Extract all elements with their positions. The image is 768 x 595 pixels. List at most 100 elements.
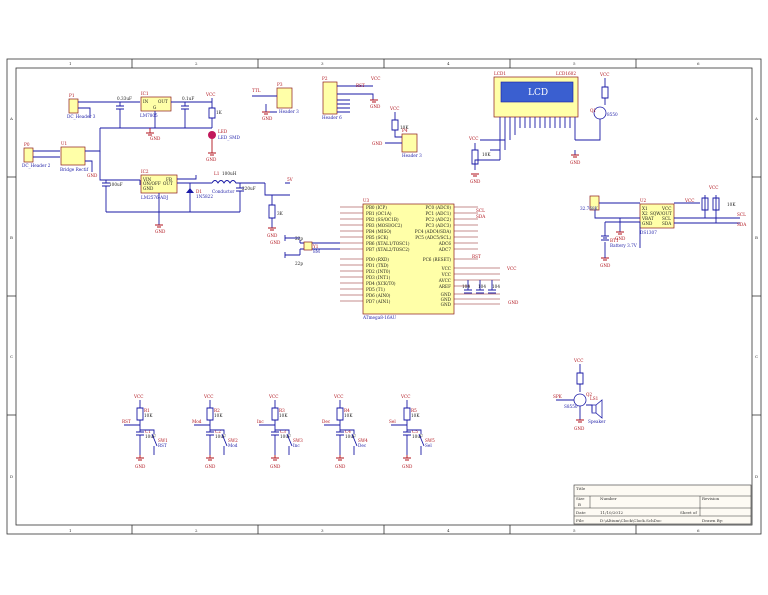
sw-capacitor-val-3: 10uF (345, 434, 356, 439)
c-0-1uf-label: 0.1uF (182, 96, 194, 101)
mcu-pin-pc3: PC3 (ADC3) (425, 223, 451, 228)
q1-name: 8550 (607, 112, 618, 117)
p4-header (401, 133, 418, 153)
ls1-ref: LS1 (590, 396, 599, 401)
sw-capacitor-0 (136, 430, 144, 455)
power-supply-section: P1 DC_Header 3 IC1 IN OUT G LM7805 0.33u… (22, 91, 294, 238)
sw-ref-4: SW5 (425, 438, 435, 443)
gnd-label-15: GND (574, 426, 585, 431)
u2-ref: U2 (640, 198, 647, 203)
r-10k-lcd-label: 10K (482, 152, 491, 157)
sw-net-label-2: Inc (257, 419, 264, 424)
headers-section: TTL P3 Header 3 GND P2 Header 6 VCC RST … (252, 76, 422, 158)
buzzer-section: VCC Q2 S8550 SPK LS1 Speaker GND (553, 358, 606, 431)
sda-label: SDA (476, 214, 486, 219)
frame-rows: A B C D A B C D (7, 116, 761, 479)
sw-ref-0: SW1 (158, 438, 168, 443)
l1-value: 100uH (222, 171, 237, 176)
sw-vcc-label-1: VCC (203, 394, 213, 399)
vcc-label-8: VCC (684, 198, 694, 203)
sw-capacitor-ref-4: C5 (412, 429, 418, 434)
tb-size-val: B (578, 502, 581, 507)
mcu-pin-right2-1: VCC (441, 266, 451, 271)
col-1-top: 1 (69, 61, 72, 66)
mcu-pin-pd2: PD2 (INT0) (366, 269, 391, 274)
c-100uf-label: 100uF (109, 182, 123, 187)
sw-vcc-label-3: VCC (333, 394, 343, 399)
mcu-pin-right2-0: PC6 (RESET) (423, 257, 452, 262)
r-3k-label: 3K (277, 211, 284, 216)
gnd-label-1: GND (150, 136, 161, 141)
col-6-bottom: 6 (697, 528, 700, 533)
mcu-pin-pc2: PC2 (ADC2) (425, 217, 451, 222)
sw-pushbutton-2 (275, 429, 293, 455)
sw-circuit-wires-3 (324, 400, 344, 430)
mcu-pin-pd3: PD3 (INT1) (366, 275, 391, 280)
tb-date: Date (576, 510, 586, 515)
c-0-33uf-label: 0.33uF (117, 96, 132, 101)
sw-capacitor-1 (206, 430, 214, 455)
p4-name: Header 3 (402, 153, 422, 158)
mcu-section: U3 ATmega8-16AU PB0 (ICP)PB1 (OC1A)PB2 (… (270, 198, 519, 320)
col-4-top: 4 (447, 61, 450, 66)
y1-crystal (303, 241, 313, 251)
mcu-pin-right2-5: GND (441, 292, 452, 297)
row-b-right: B (755, 235, 758, 240)
p0-name: DC_Header 2 (22, 163, 51, 168)
p2-header-6 (322, 81, 338, 115)
sw-ref-3: SW4 (358, 438, 368, 443)
mcu-pin-pb2: PB2 (SS/OC1B) (366, 217, 399, 222)
sw-resistor-ref-1: R2 (214, 408, 220, 413)
q1-ref: Q1 (590, 108, 596, 113)
vcc-label-9: VCC (573, 358, 583, 363)
d1-ref: D1 (196, 189, 202, 194)
tb-file-val: D:\Altium\Clock\Clock.SchDoc (600, 518, 662, 523)
p0-ref: P0 (24, 142, 30, 147)
ic2-pin-fb: FB (166, 177, 172, 182)
sw-ref-1: SW2 (228, 438, 238, 443)
sw-capacitor-val-1: 10uF (215, 434, 226, 439)
gnd-label-13: GND (600, 263, 611, 268)
p1-name: DC_Header 3 (67, 114, 96, 119)
sw-capacitor-ref-0: C1 (145, 429, 151, 434)
gnd-label-11: GND (508, 300, 519, 305)
col-5-top: 5 (573, 61, 576, 66)
ic1-pin-out: OUT (158, 99, 168, 104)
sw-pushbutton-1 (210, 429, 228, 455)
ic2-pin-out: OUT (163, 181, 173, 186)
c-100uf (102, 180, 110, 212)
sw-gnd-label-1: GND (205, 464, 216, 469)
col-2-top: 2 (195, 61, 198, 66)
sw-net-label-3: Dec (322, 419, 331, 424)
row-c-right: C (755, 354, 758, 359)
rtc-section: U2 DS1307 X1 X2 VBAT GND VCC SQW/OUT SCL… (580, 185, 747, 268)
mcu-pin-pb0: PB0 (ICP) (366, 205, 387, 210)
mcu-pin-pd0: PD0 (RXD) (366, 257, 389, 262)
sw-capacitor-ref-2: C3 (280, 429, 286, 434)
bt1-ref: BT1 (610, 238, 619, 243)
mcu-pin-pd4: PD4 (XCK/T0) (366, 281, 396, 286)
d1-diode-icon (186, 188, 194, 193)
c-0-1uf (181, 102, 189, 128)
scl-label: SCL (476, 208, 485, 213)
sw-resistor-val-4: 10K (411, 413, 420, 418)
sw-vcc-label-0: VCC (133, 394, 143, 399)
sw-ref-2: SW3 (293, 438, 303, 443)
lcd-section: LCD LCD1 LCD1602 VCC 10K GND VCC Q1 8550… (468, 71, 618, 184)
vcc-label-5: VCC (599, 72, 609, 77)
p1-header (68, 98, 79, 114)
sw-capacitor-val-4: 10uF (412, 434, 423, 439)
row-a-right: A (754, 116, 758, 121)
u3-ref: U3 (363, 198, 370, 203)
tb-number: Number (600, 496, 617, 501)
sw-gnd-label-2: GND (270, 464, 281, 469)
mcu-pin-pb5: PB5 (SCK) (366, 235, 389, 240)
sw-resistor-val-0: 10K (144, 413, 153, 418)
col-5-bottom: 5 (573, 528, 576, 533)
vcc-label-2: VCC (370, 76, 380, 81)
u1-name: Bridge Rectif (60, 167, 89, 172)
mcu-pin-pd1: PD1 (TXD) (366, 263, 389, 268)
ttl-net-label: TTL (252, 88, 261, 93)
ic1-ref: IC1 (141, 91, 149, 96)
vcc-label-4: VCC (468, 136, 478, 141)
